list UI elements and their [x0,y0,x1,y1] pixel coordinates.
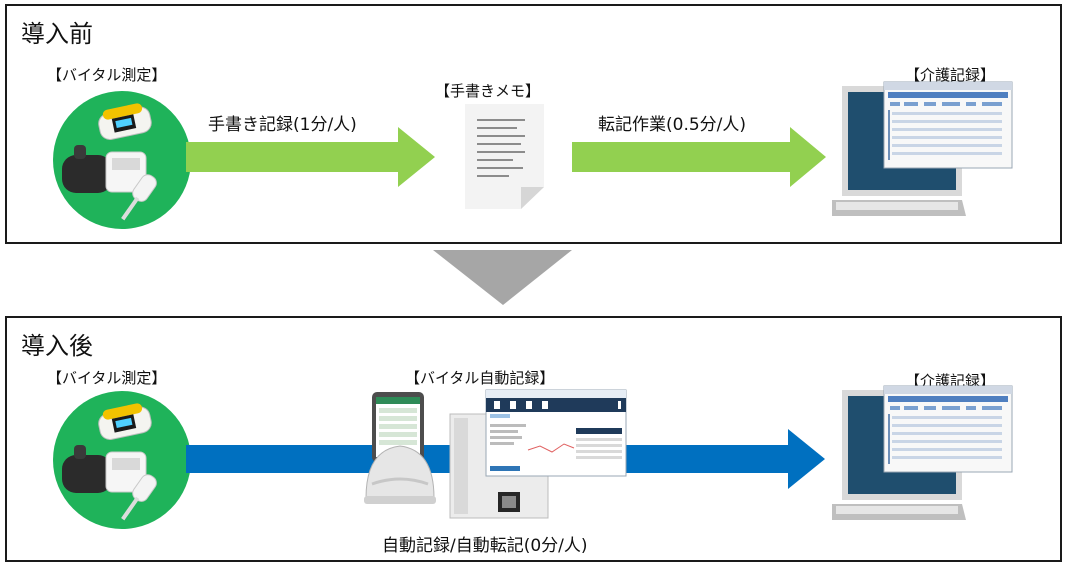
vital-devices-icon [53,91,191,229]
care-record-computer-icon [832,81,1013,216]
auto-record-label: 【バイタル自動記録】 [405,369,555,387]
gray-down-arrow [433,250,572,305]
arrow2-label: 転記作業(0.5分/人) [598,115,747,135]
before-care-label: 【介護記録】 [905,66,996,84]
after-vital-label: 【バイタル測定】 [47,369,167,387]
arrow1-label: 手書き記録(1分/人) [208,115,357,135]
memo-document-icon [465,104,544,209]
after-title: 導入後 [21,332,93,360]
green-arrow-1 [186,127,435,187]
auto-record-system-icon [364,389,627,519]
before-title: 導入前 [21,20,93,48]
vital-devices-icon [53,391,191,529]
auto-record-arrow-label: 自動記録/自動転記(0分/人) [382,536,588,556]
green-arrow-2 [572,127,826,187]
before-vital-label: 【バイタル測定】 [47,66,167,84]
memo-label: 【手書きメモ】 [435,82,541,100]
care-record-computer-icon [832,385,1013,520]
